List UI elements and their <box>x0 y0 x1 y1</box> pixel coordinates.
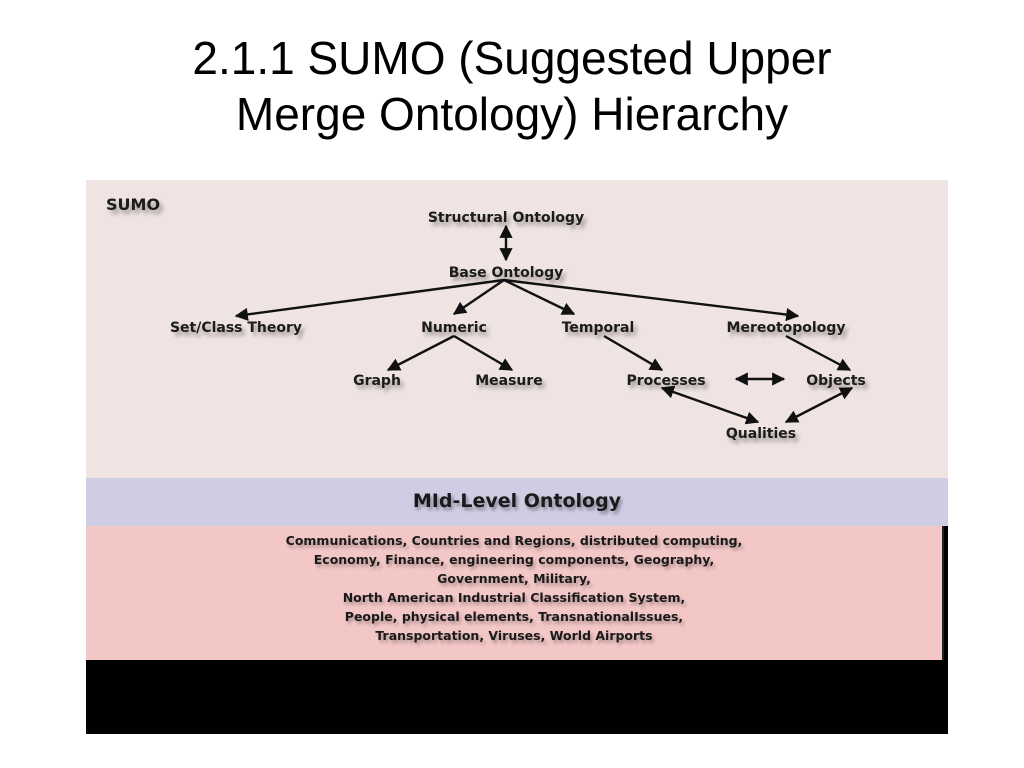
node-processes: Processes <box>626 373 705 389</box>
node-graph: Graph <box>353 373 401 389</box>
edge-numeric-graph <box>386 334 455 372</box>
node-mereotopology: Mereotopology <box>727 320 846 336</box>
domain-line: Transportation, Viruses, World Airports <box>375 628 653 643</box>
mid-level-title: MId-Level Ontology <box>412 490 622 512</box>
slide-title-line-1: 2.1.1 SUMO (Suggested Upper <box>192 32 832 84</box>
sumo-hierarchy-figure: SUMO Structural Ontology Base Ontology S… <box>86 180 948 734</box>
node-set-class-theory: Set/Class Theory <box>170 320 302 336</box>
domain-ontologies-list: Communications, Countries and Regions, d… <box>86 531 942 645</box>
sumo-upper-panel: SUMO Structural Ontology Base Ontology S… <box>86 180 948 478</box>
node-objects: Objects <box>806 373 866 389</box>
domain-line: Government, Military, <box>437 571 591 586</box>
edge-base-temporal <box>503 278 576 316</box>
mid-level-band: MId-Level Ontology <box>86 478 948 526</box>
domain-line: Communications, Countries and Regions, d… <box>285 533 743 548</box>
node-numeric: Numeric <box>421 320 487 336</box>
node-qualities: Qualities <box>726 426 796 442</box>
slide-title-line-2: Merge Ontology) Hierarchy <box>235 88 789 140</box>
domain-line: People, physical elements, Transnational… <box>344 609 684 624</box>
edge-mereotopology-objects <box>785 334 852 372</box>
edge-temporal-processes <box>603 334 664 372</box>
node-measure: Measure <box>475 373 543 389</box>
edge-processes-qualities <box>660 385 760 425</box>
edge-numeric-measure <box>453 334 514 372</box>
node-temporal: Temporal <box>562 320 635 336</box>
slide-title: 2.1.1 SUMO (Suggested Upper Merge Ontolo… <box>0 30 1024 142</box>
domain-line: Economy, Finance, engineering components… <box>313 552 715 567</box>
sumo-panel-label: SUMO <box>106 195 160 214</box>
domain-line: North American Industrial Classification… <box>342 590 686 605</box>
edge-base-setclass <box>234 278 505 321</box>
edge-objects-qualities <box>784 386 854 424</box>
sumo-diagram: SUMO Structural Ontology Base Ontology S… <box>106 195 866 442</box>
node-base-ontology: Base Ontology <box>449 265 564 281</box>
edge-base-mereotopology <box>503 278 800 322</box>
edge-base-numeric <box>452 279 505 315</box>
domain-ontologies-panel: Communications, Countries and Regions, d… <box>86 526 944 660</box>
node-structural-ontology: Structural Ontology <box>428 210 584 226</box>
